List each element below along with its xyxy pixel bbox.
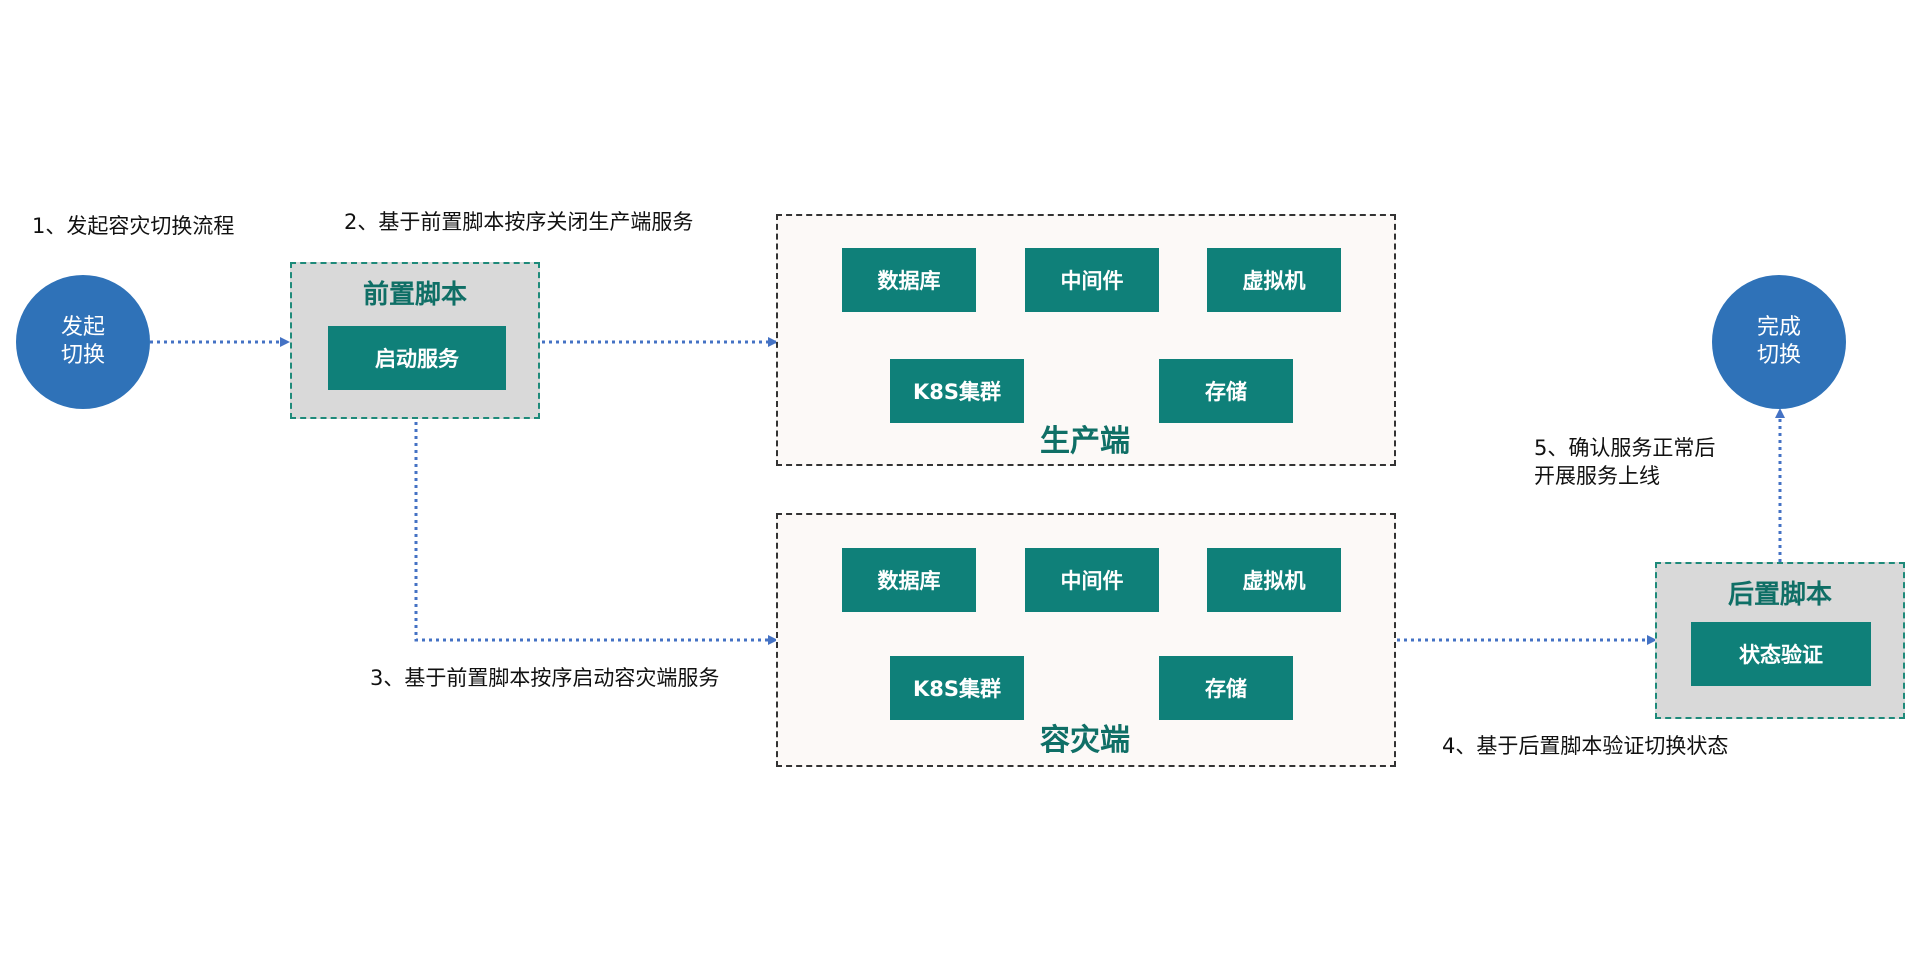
- prod-database[interactable]: 数据库: [842, 248, 976, 312]
- step-1-label: 1、发起容灾切换流程: [32, 214, 235, 238]
- complete-switch-line2: 切换: [1756, 343, 1801, 368]
- dr-k8s-cluster[interactable]: K8S集群: [890, 656, 1024, 720]
- dr-virtual-machine[interactable]: 虚拟机: [1207, 548, 1341, 612]
- dr-middleware[interactable]: 中间件: [1025, 548, 1159, 612]
- step-3-label: 3、基于前置脚本按序启动容灾端服务: [370, 666, 720, 690]
- start-service-button[interactable]: 启动服务: [328, 326, 506, 390]
- start-switch-line2: 切换: [60, 343, 105, 368]
- prod-middleware[interactable]: 中间件: [1025, 248, 1159, 312]
- prod-virtual-machine[interactable]: 虚拟机: [1207, 248, 1341, 312]
- dr-storage[interactable]: 存储: [1159, 656, 1293, 720]
- complete-switch-node: 完成 切换: [1712, 275, 1846, 409]
- step-5-line1: 5、确认服务正常后: [1534, 436, 1716, 460]
- step-5-label: 5、确认服务正常后 开展服务上线: [1534, 434, 1715, 490]
- pre-script-box: 前置脚本 启动服务: [290, 262, 540, 419]
- arrow-pre-script-to-dr: [414, 422, 778, 645]
- step-4-label: 4、基于后置脚本验证切换状态: [1442, 734, 1729, 758]
- post-script-title: 后置脚本: [1727, 580, 1832, 610]
- complete-switch-line1: 完成: [1756, 315, 1801, 340]
- dr-database[interactable]: 数据库: [842, 548, 976, 612]
- disaster-recovery-zone-title: 容灾端: [1040, 723, 1130, 758]
- status-verify-button[interactable]: 状态验证: [1691, 622, 1871, 686]
- production-zone: 数据库 中间件 虚拟机 K8S集群 存储 生产端: [776, 214, 1396, 466]
- prod-storage[interactable]: 存储: [1159, 359, 1293, 423]
- disaster-recovery-zone: 数据库 中间件 虚拟机 K8S集群 存储 容灾端: [776, 513, 1396, 767]
- step-2-label: 2、基于前置脚本按序关闭生产端服务: [344, 210, 694, 234]
- prod-k8s-cluster[interactable]: K8S集群: [890, 359, 1024, 423]
- pre-script-title: 前置脚本: [362, 280, 467, 310]
- step-5-line2: 开展服务上线: [1534, 464, 1660, 488]
- production-zone-title: 生产端: [1040, 424, 1130, 459]
- start-switch-line1: 发起: [60, 315, 105, 340]
- post-script-box: 后置脚本 状态验证: [1655, 562, 1905, 719]
- start-switch-node: 发起 切换: [16, 275, 150, 409]
